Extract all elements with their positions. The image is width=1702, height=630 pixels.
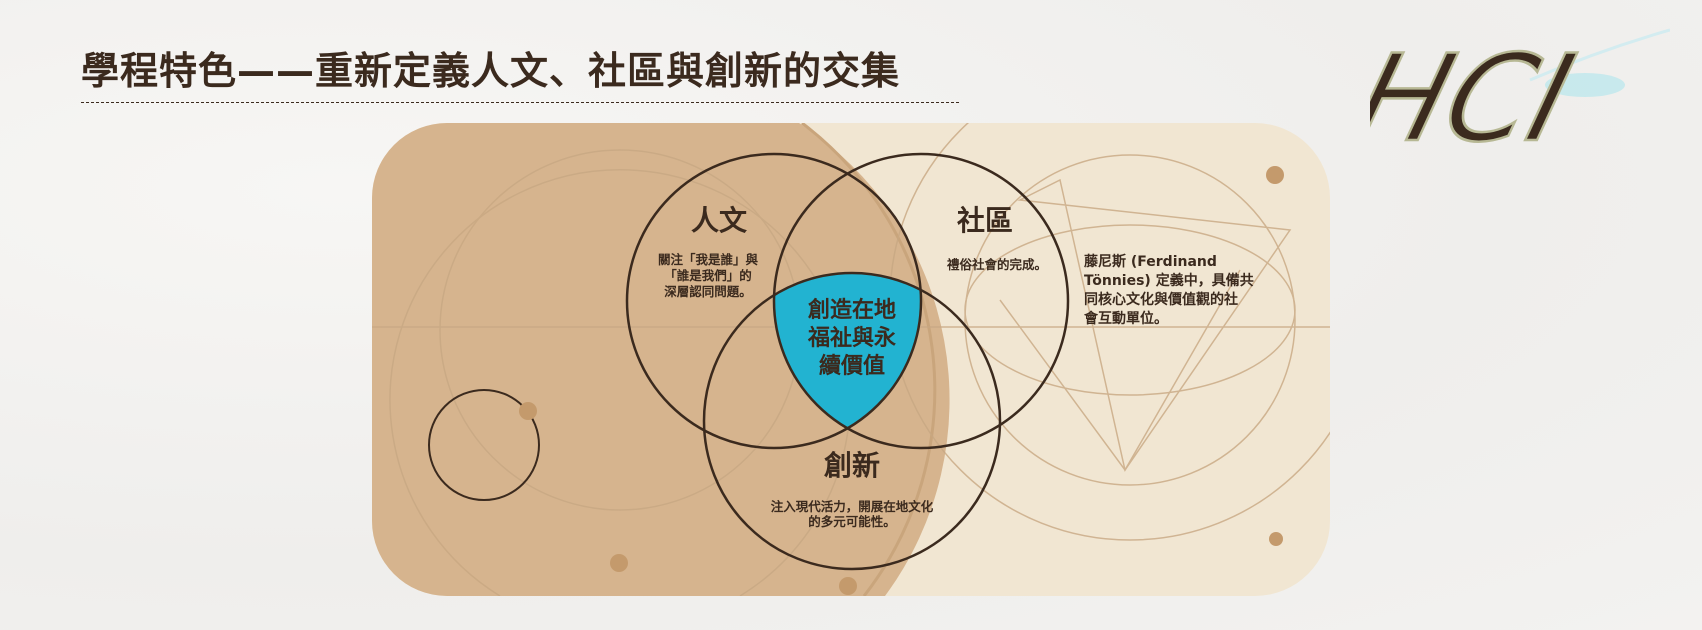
center-text: 續價值 — [819, 353, 885, 379]
community-note: Tönnies) 定義中，具備共 — [1084, 272, 1254, 289]
hci-logo: HCI — [1370, 28, 1670, 170]
humanities-title: 人文 — [691, 204, 747, 237]
innovation-desc: 注入現代活力，開展在地文化 — [771, 499, 934, 514]
center-text: 福祉與永 — [807, 325, 896, 351]
community-note: 藤尼斯 (Ferdinand — [1084, 253, 1217, 270]
venn-circle-innovation — [702, 271, 1002, 571]
title-divider — [81, 102, 959, 103]
community-note: 會互動單位。 — [1083, 310, 1168, 327]
center-text: 創造在地 — [808, 297, 896, 323]
community-note: 同核心文化與價值觀的社 — [1084, 291, 1238, 308]
svg-text:HCI: HCI — [1370, 29, 1587, 169]
innovation-title: 創新 — [824, 449, 880, 482]
community-title: 社區 — [957, 204, 1013, 237]
venn-circle-community — [772, 152, 1070, 450]
community-desc: 禮俗社會的完成。 — [947, 257, 1047, 272]
humanities-desc: 深層認同問題。 — [664, 284, 752, 299]
venn-circle-humanities — [625, 152, 923, 450]
page-title: 學程特色——重新定義人文、社區與創新的交集 — [81, 49, 901, 93]
humanities-desc: 關注「我是誰」與 — [658, 252, 759, 267]
humanities-desc: 「誰是我們」的 — [664, 268, 752, 283]
innovation-desc: 的多元可能性。 — [808, 514, 896, 529]
